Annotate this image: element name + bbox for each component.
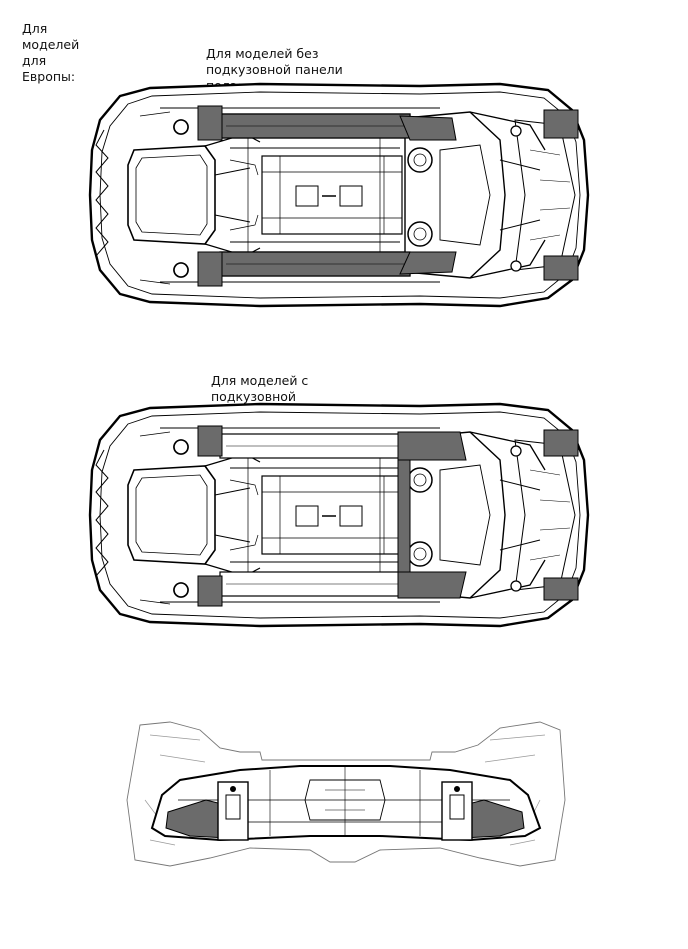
underbody-without-panel [88,82,590,308]
underbody-with-panel [88,402,590,628]
label-europe: Для моделей для Европы: [22,21,80,84]
rear-underbody-europe [126,721,566,867]
